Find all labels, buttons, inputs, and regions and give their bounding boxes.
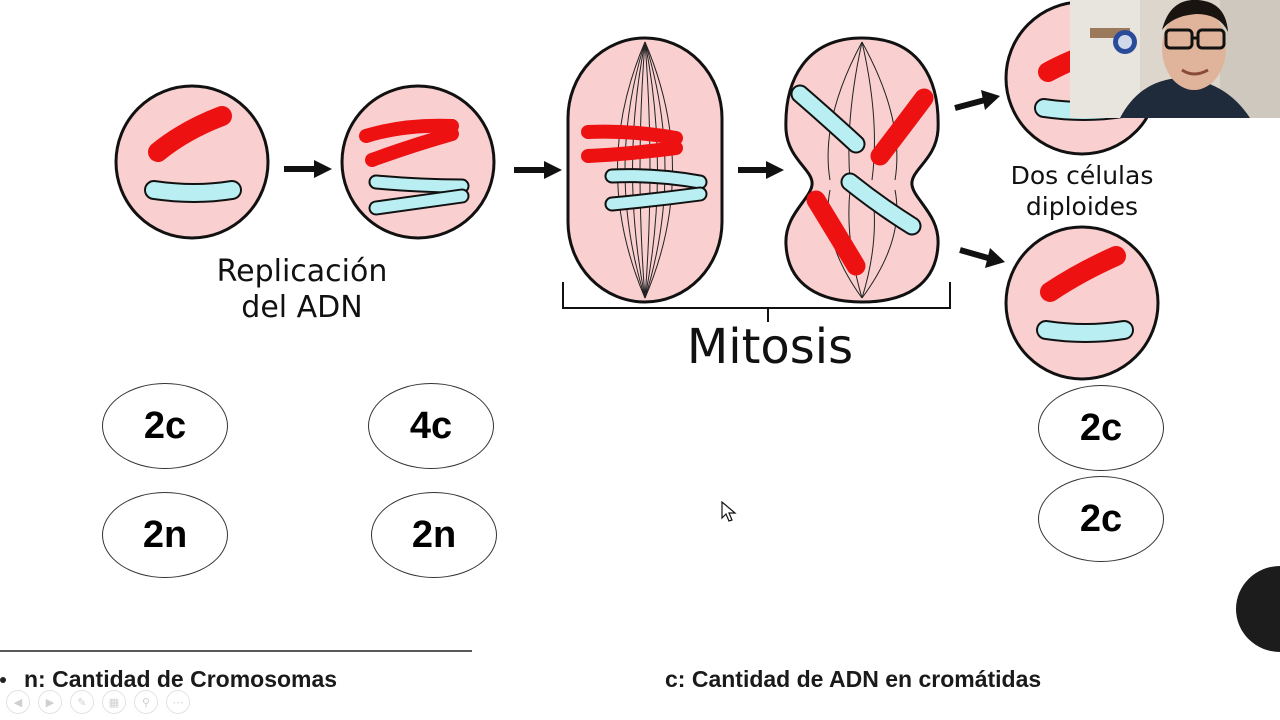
caption-daughters-line2: diploides [1025, 192, 1139, 221]
arrow-1 [284, 160, 332, 178]
cell-1 [114, 84, 270, 240]
arrow-3 [738, 161, 784, 179]
oval-cell2-ploidy: 2n [371, 492, 497, 578]
oval-daughter1-dna: 2c [1038, 385, 1164, 471]
oval-daughter2-dna: 2c [1038, 476, 1164, 562]
zoom-icon[interactable]: ⚲ [134, 690, 158, 714]
cell-2 [340, 84, 496, 240]
arrow-to-daughter-1 [954, 90, 1000, 111]
prev-slide-icon[interactable]: ◀ [6, 690, 30, 714]
more-icon[interactable]: ⋯ [166, 690, 190, 714]
caption-replication-line2: del ADN [241, 290, 363, 325]
mitosis-bracket [562, 282, 951, 322]
caption-daughters: Dos células diploides [992, 160, 1172, 222]
cell-4-anaphase [784, 36, 940, 304]
legend-c: c: Cantidad de ADN en cromátidas [665, 666, 1042, 692]
caption-mitosis: Mitosis [686, 319, 854, 375]
legend-n: n: Cantidad de Cromosomas [24, 666, 338, 692]
presentation-toolbar: ◀ ▶ ✎ ▦ ⚲ ⋯ [6, 690, 190, 714]
oval-cell2-dna: 4c [368, 383, 494, 469]
chromosome-red [148, 106, 232, 162]
caption-replication-line1: Replicación [216, 254, 388, 289]
cell-3-metaphase [566, 36, 724, 304]
arrow-to-daughter-2 [959, 247, 1005, 268]
daughter-cell-2 [1004, 225, 1160, 381]
caption-replication: Replicación del ADN [192, 254, 412, 326]
caption-daughters-line1: Dos células [1010, 161, 1154, 190]
webcam-presenter [1070, 0, 1280, 118]
oval-cell1-ploidy: 2n [102, 492, 228, 578]
slides-grid-icon[interactable]: ▦ [102, 690, 126, 714]
mouse-cursor-icon [721, 501, 737, 522]
next-slide-icon[interactable]: ▶ [38, 690, 62, 714]
arrow-2 [514, 161, 562, 179]
webcam-overlay [1070, 0, 1280, 118]
pen-icon[interactable]: ✎ [70, 690, 94, 714]
bullet-dot [0, 677, 6, 683]
oval-cell1-dna: 2c [102, 383, 228, 469]
